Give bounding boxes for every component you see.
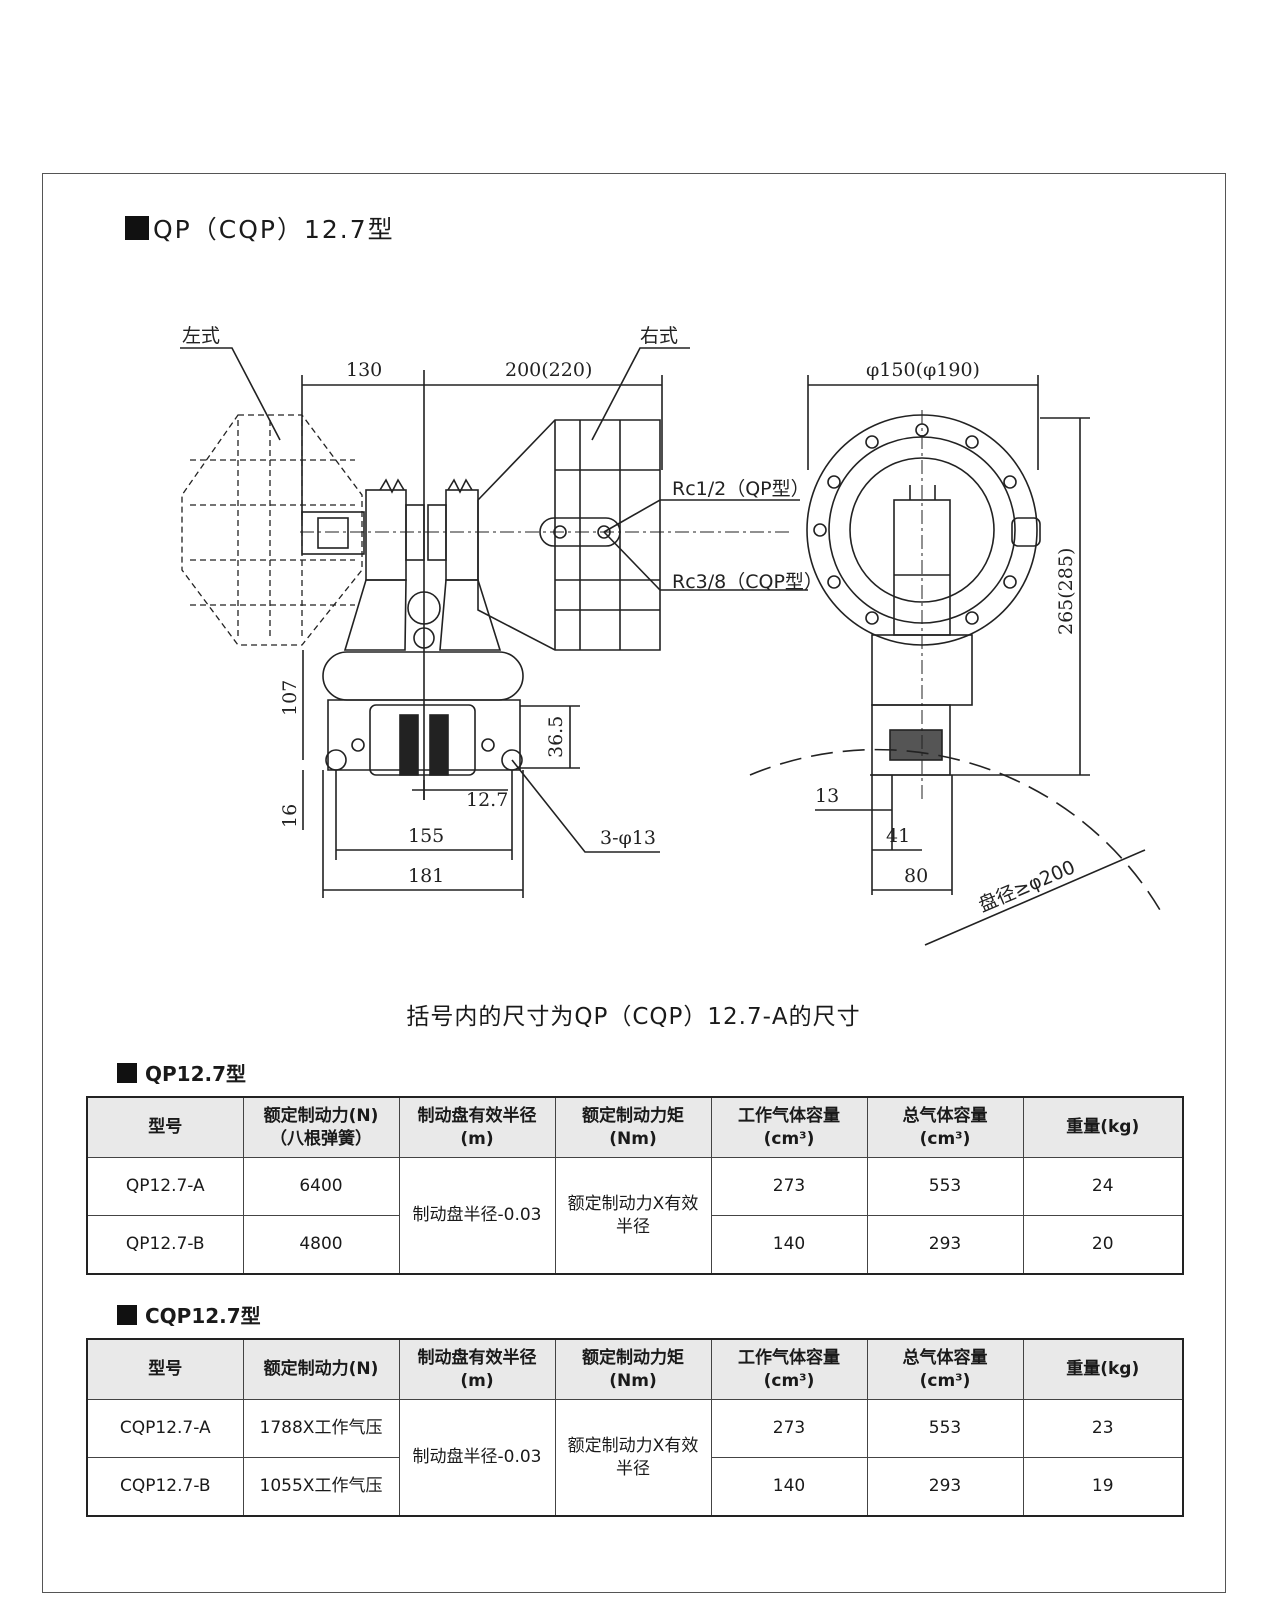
cell-model: CQP12.7-A [86, 1399, 244, 1458]
square-bullet-icon [125, 216, 149, 240]
cell-model: QP12.7-B [86, 1215, 244, 1275]
header-force: 额定制动力(N)（八根弹簧） [242, 1096, 400, 1158]
cell-work-gas: 140 [710, 1215, 868, 1275]
cell-total-gas: 293 [866, 1457, 1024, 1517]
square-bullet-icon [117, 1062, 137, 1083]
cell-work-gas: 273 [710, 1399, 868, 1458]
cqp-table-title-text: CQP12.7型 [145, 1304, 261, 1328]
header-total-gas: 总气体容量(cm³) [866, 1338, 1024, 1400]
rc-cqp-label: Rc3/8（CQP型） [672, 571, 823, 593]
dim-80: 80 [904, 865, 928, 887]
cell-total-gas: 553 [866, 1399, 1024, 1458]
header-torque: 额定制动力矩(Nm) [554, 1338, 712, 1400]
cell-total-gas: 553 [866, 1157, 1024, 1216]
header-model: 型号 [86, 1338, 244, 1400]
table-header-row: 型号 额定制动力(N)（八根弹簧） 制动盘有效半径(m) 额定制动力矩(Nm) … [86, 1096, 1184, 1158]
cell-work-gas: 273 [710, 1157, 868, 1216]
header-weight: 重量(kg) [1022, 1096, 1184, 1158]
cell-force: 6400 [242, 1157, 400, 1216]
dim-130: 130 [346, 359, 382, 381]
qp-spec-table: 型号 额定制动力(N)（八根弹簧） 制动盘有效半径(m) 额定制动力矩(Nm) … [86, 1096, 1184, 1275]
page-frame [42, 173, 1226, 1593]
page-title-text: QP（CQP）12.7型 [153, 215, 395, 244]
header-work-gas: 工作气体容量(cm³) [710, 1096, 868, 1158]
header-total-gas: 总气体容量(cm³) [866, 1096, 1024, 1158]
cell-weight: 23 [1022, 1399, 1184, 1458]
header-torque: 额定制动力矩(Nm) [554, 1096, 712, 1158]
cqp-table-title: CQP12.7型 [117, 1300, 261, 1329]
dim-36-5: 36.5 [545, 716, 567, 758]
cell-total-gas: 293 [866, 1215, 1024, 1275]
cell-force: 1788X工作气压 [242, 1399, 400, 1458]
cell-force: 1055X工作气压 [242, 1457, 400, 1517]
square-bullet-icon [117, 1304, 137, 1325]
cell-model: CQP12.7-B [86, 1457, 244, 1517]
technical-drawing: 左式 右式 130 200(220) Rc1/2（QP型） Rc3/8（CQP型… [180, 325, 1161, 946]
table-row: CQP12.7-B 1055X工作气压 140 293 19 [86, 1457, 1184, 1517]
header-work-gas: 工作气体容量(cm³) [710, 1338, 868, 1400]
dim-13: 13 [815, 785, 839, 807]
table-row: QP12.7-B 4800 140 293 20 [86, 1215, 1184, 1275]
cell-radius: 制动盘半径-0.03 [398, 1399, 556, 1517]
dim-12-7: 12.7 [466, 789, 508, 811]
dim-107: 107 [279, 680, 301, 716]
table-row: QP12.7-A 6400 制动盘半径-0.03 额定制动力X有效半径 273 … [86, 1157, 1184, 1275]
dim-265: 265(285) [1055, 548, 1077, 635]
table-header-row: 型号 额定制动力(N) 制动盘有效半径(m) 额定制动力矩(Nm) 工作气体容量… [86, 1338, 1184, 1400]
cell-weight: 20 [1022, 1215, 1184, 1275]
dim-155: 155 [408, 825, 444, 847]
left-style-ghost [181, 414, 363, 646]
header-model: 型号 [86, 1096, 244, 1158]
dimension-note: 括号内的尺寸为QP（CQP）12.7-A的尺寸 [406, 1004, 861, 1030]
right-style-label: 右式 [640, 325, 678, 347]
cell-weight: 24 [1022, 1157, 1184, 1216]
disc-diameter-label: 盘径≥φ200 [975, 856, 1078, 916]
dim-16: 16 [279, 804, 301, 828]
dim-200: 200(220) [505, 359, 592, 381]
header-radius: 制动盘有效半径(m) [398, 1096, 556, 1158]
cell-radius: 制动盘半径-0.03 [398, 1157, 556, 1275]
cell-work-gas: 140 [710, 1457, 868, 1517]
header-radius: 制动盘有效半径(m) [398, 1338, 556, 1400]
cell-force: 4800 [242, 1215, 400, 1275]
qp-table-title: QP12.7型 [117, 1058, 246, 1087]
dim-phi150: φ150(φ190) [866, 359, 980, 381]
rc-qp-label: Rc1/2（QP型） [672, 478, 810, 500]
dim-181: 181 [408, 865, 444, 887]
qp-table-title-text: QP12.7型 [145, 1062, 247, 1086]
header-weight: 重量(kg) [1022, 1338, 1184, 1400]
page-title: QP（CQP）12.7型 [125, 210, 395, 246]
cqp-spec-table: 型号 额定制动力(N) 制动盘有效半径(m) 额定制动力矩(Nm) 工作气体容量… [86, 1338, 1184, 1517]
left-style-label: 左式 [182, 325, 220, 347]
table-row: CQP12.7-A 1788X工作气压 制动盘半径-0.03 额定制动力X有效半… [86, 1399, 1184, 1517]
holes-label: 3-φ13 [600, 827, 656, 849]
cell-model: QP12.7-A [86, 1157, 244, 1216]
header-force: 额定制动力(N) [242, 1338, 400, 1400]
cell-torque: 额定制动力X有效半径 [554, 1399, 712, 1517]
dim-41: 41 [886, 825, 910, 847]
cell-torque: 额定制动力X有效半径 [554, 1157, 712, 1275]
cell-weight: 19 [1022, 1457, 1184, 1517]
